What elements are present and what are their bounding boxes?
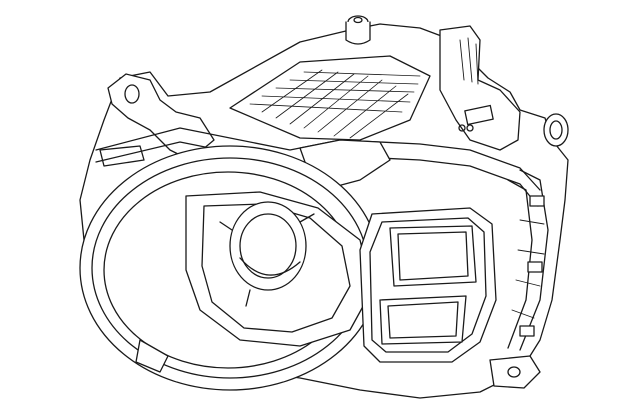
projector-reflector — [185, 191, 373, 347]
right-connector-block — [439, 25, 569, 151]
cooling-fin-block — [229, 55, 431, 141]
lower-light-module — [379, 295, 467, 345]
bottom-mounting-tab — [135, 339, 541, 389]
side-ribs — [507, 169, 549, 351]
adjuster-knob — [345, 15, 371, 45]
upper-light-module — [389, 225, 477, 287]
